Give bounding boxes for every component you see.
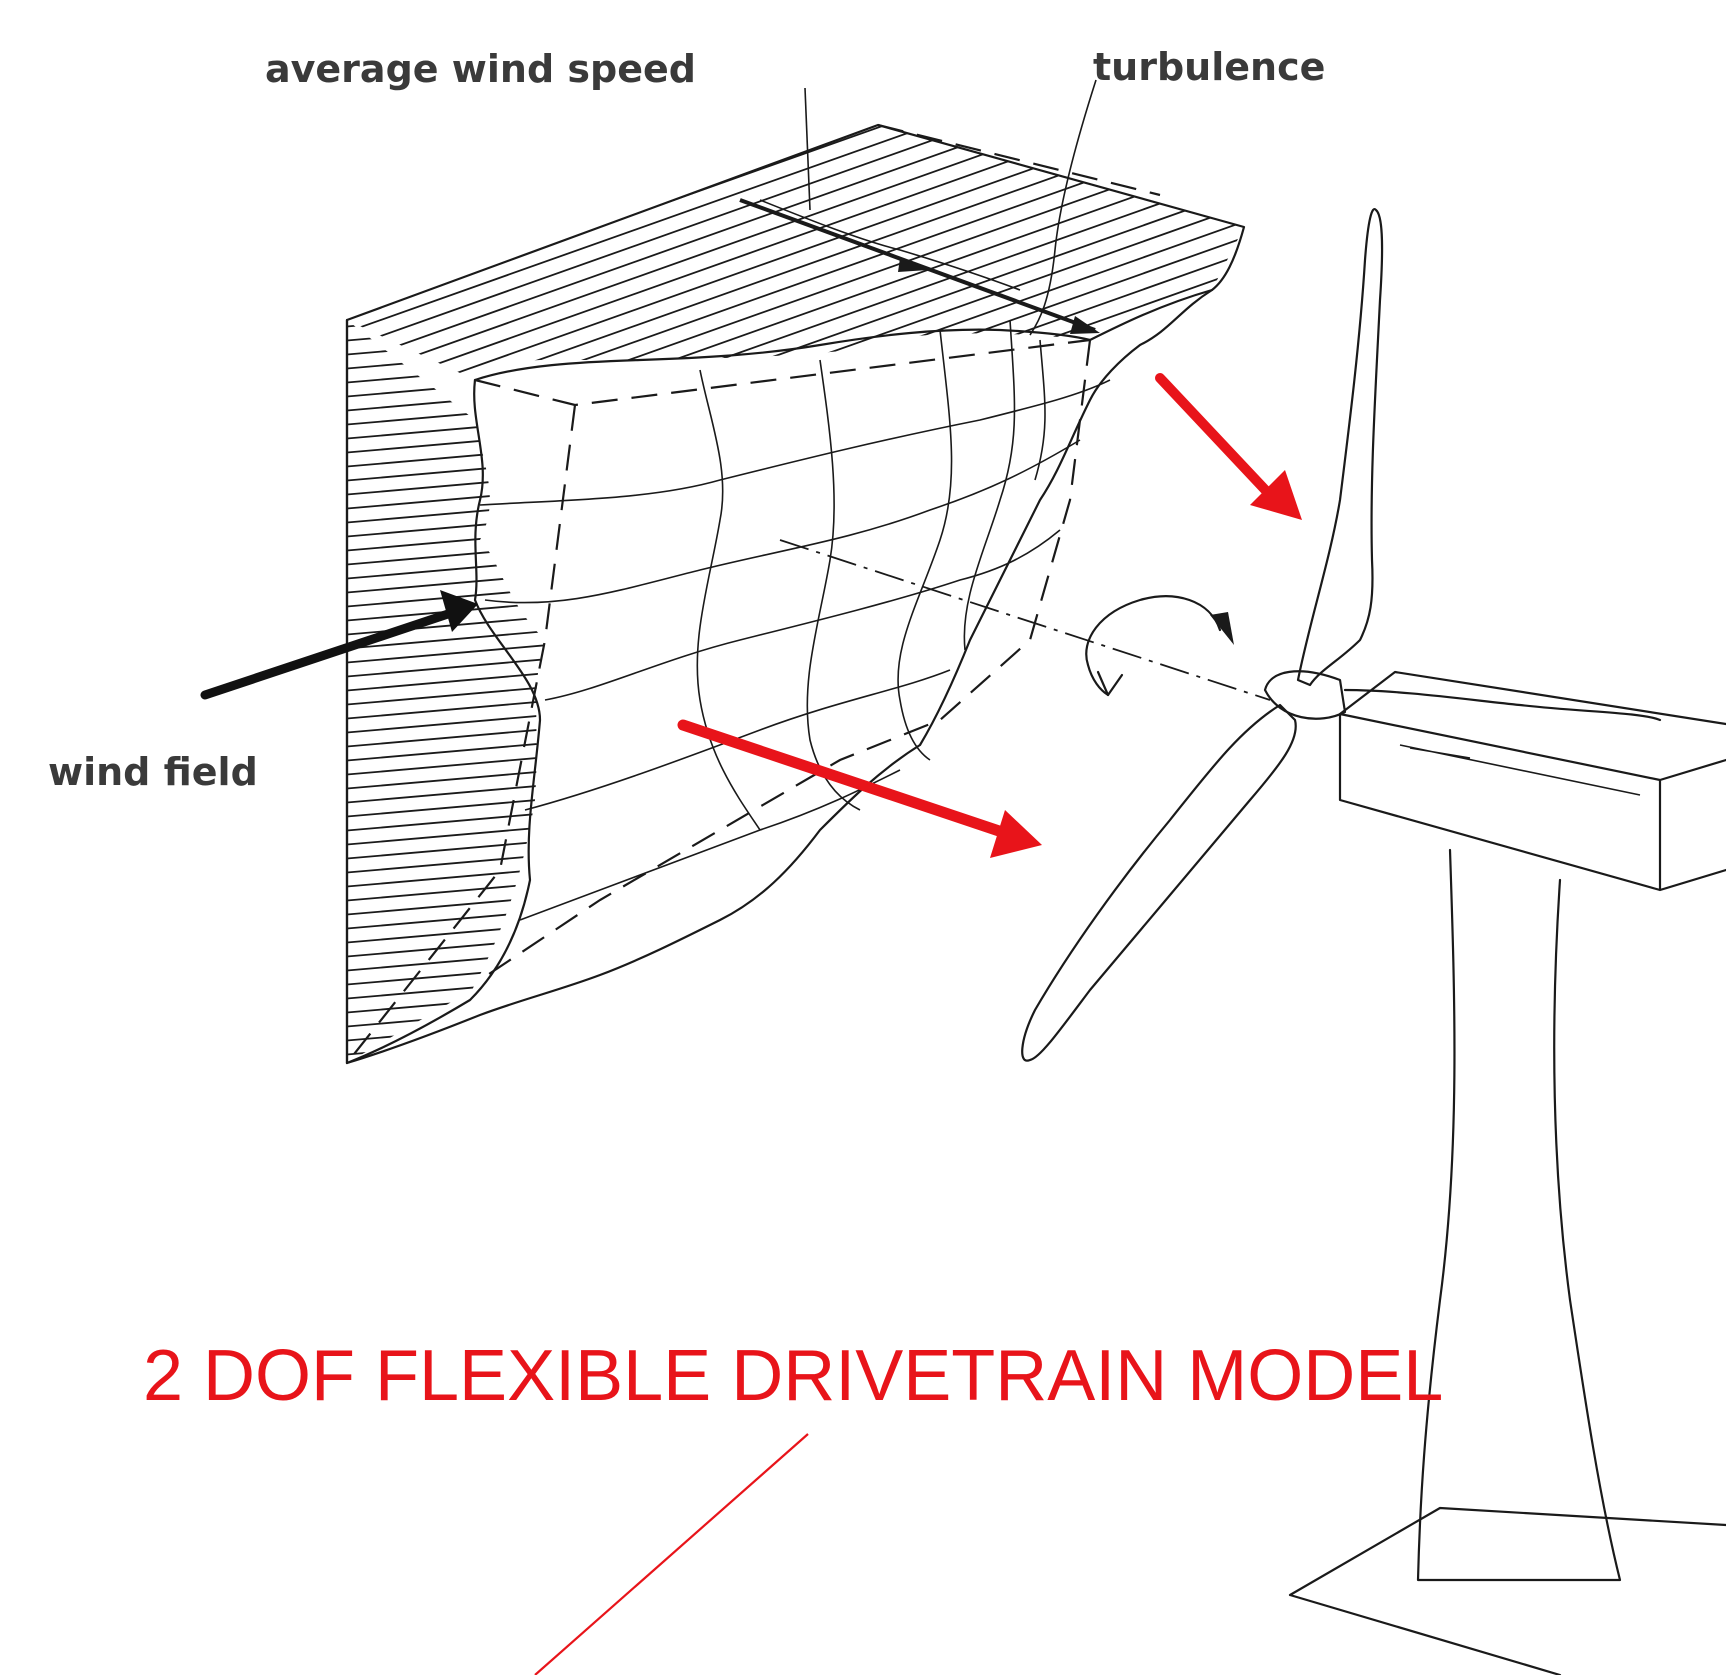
caption-leader-line — [534, 1433, 809, 1675]
turbulence-curves — [479, 199, 1111, 921]
hatch-line — [347, 125, 1244, 291]
hatch-line — [347, 811, 545, 833]
rotor-axis-line — [779, 539, 1271, 701]
hatch-line — [330, 0, 1260, 34]
hatch-line — [347, 231, 1244, 380]
hatch-line — [347, 215, 1244, 380]
dashed-top-back — [877, 123, 1161, 197]
red-flow-arrows — [677, 373, 1302, 858]
hatch-line — [347, 125, 1244, 211]
rotation-tail-icon — [1096, 670, 1124, 697]
block-outline — [345, 123, 1246, 1065]
turbine-blade-right — [1343, 688, 1662, 722]
turbine-hub — [1263, 670, 1347, 720]
wind-field-block — [330, 0, 1260, 1065]
turbulence-label: turbulence — [1093, 45, 1325, 89]
hatch-line — [347, 657, 545, 679]
hatch-line — [347, 375, 1244, 380]
nacelle-detail — [1399, 744, 1641, 796]
wind-field-arrowhead — [440, 590, 478, 632]
average-wind-speed-arrowhead — [1070, 316, 1100, 334]
hatch-line — [347, 279, 1244, 380]
turbulence-leader — [1029, 79, 1097, 336]
hatch-line — [347, 1049, 545, 1063]
dashed-left-line — [346, 404, 577, 1064]
hatch-line — [347, 643, 545, 665]
red-arrow-lower — [677, 719, 1011, 839]
rotation-arrowhead-icon — [1210, 612, 1234, 645]
hatch-line — [347, 151, 1244, 380]
inner-cutout-top — [473, 288, 1214, 382]
wind-field-label: wind field — [48, 750, 258, 794]
hatch-line — [347, 615, 545, 637]
average-wind-speed-label: average wind speed — [265, 47, 696, 91]
hatch-line — [347, 199, 1244, 380]
hatch-line — [347, 713, 545, 735]
turbine-tower — [1416, 848, 1622, 1582]
turbine-base-plate — [1288, 1506, 1726, 1675]
average-wind-speed-mid-arrowhead — [898, 258, 928, 272]
hatch-line — [330, 0, 1260, 18]
hatch-line — [347, 125, 1244, 195]
hatch-line — [330, 0, 1260, 50]
hatch-line — [347, 263, 1244, 380]
hatch-line — [347, 797, 545, 819]
hatch-line — [347, 125, 1244, 371]
turbine-blade-down-left — [1021, 703, 1297, 1062]
average-wind-speed-arrow — [739, 198, 1096, 332]
red-arrowhead-lower — [990, 810, 1042, 858]
caption-title: 2 DOF FLEXIBLE DRIVETRAIN MODEL — [143, 1336, 1443, 1416]
hatch-line — [347, 125, 1244, 355]
red-arrow-upper — [1155, 373, 1275, 500]
hatch-line — [347, 783, 545, 805]
hatch-line — [347, 699, 545, 721]
hatch-line — [347, 741, 545, 763]
avg-speed-leader — [804, 87, 811, 211]
hatch-line — [347, 167, 1244, 380]
hatch-line — [347, 125, 1244, 380]
wind-field-arrow — [200, 605, 465, 700]
turbine-blade-up — [1296, 207, 1384, 687]
hatch-line — [347, 125, 1244, 380]
hatch-line — [347, 685, 545, 707]
hatch-line — [347, 125, 1244, 339]
rotation-arrow-icon — [1085, 595, 1222, 697]
hatch-line — [347, 853, 545, 875]
hatch-line — [347, 125, 1244, 380]
red-arrowhead-upper — [1250, 470, 1302, 520]
hatch-line — [347, 755, 545, 777]
hatch-line — [330, 0, 1260, 2]
turbine-nacelle — [1338, 670, 1726, 892]
dashed-right-line — [479, 339, 1092, 981]
left-face-hatching — [347, 320, 545, 1063]
hatch-line — [347, 125, 1244, 380]
hatch-line — [347, 135, 1244, 380]
inner-cutout-left — [345, 378, 542, 1065]
hatch-line — [347, 769, 545, 791]
hatch-line — [347, 825, 545, 847]
hatch-line — [347, 629, 545, 651]
hatch-line — [347, 839, 545, 861]
hatch-line — [347, 247, 1244, 380]
hatch-line — [347, 727, 545, 749]
wind-turbine — [1021, 207, 1726, 1675]
hatch-line — [347, 671, 545, 693]
